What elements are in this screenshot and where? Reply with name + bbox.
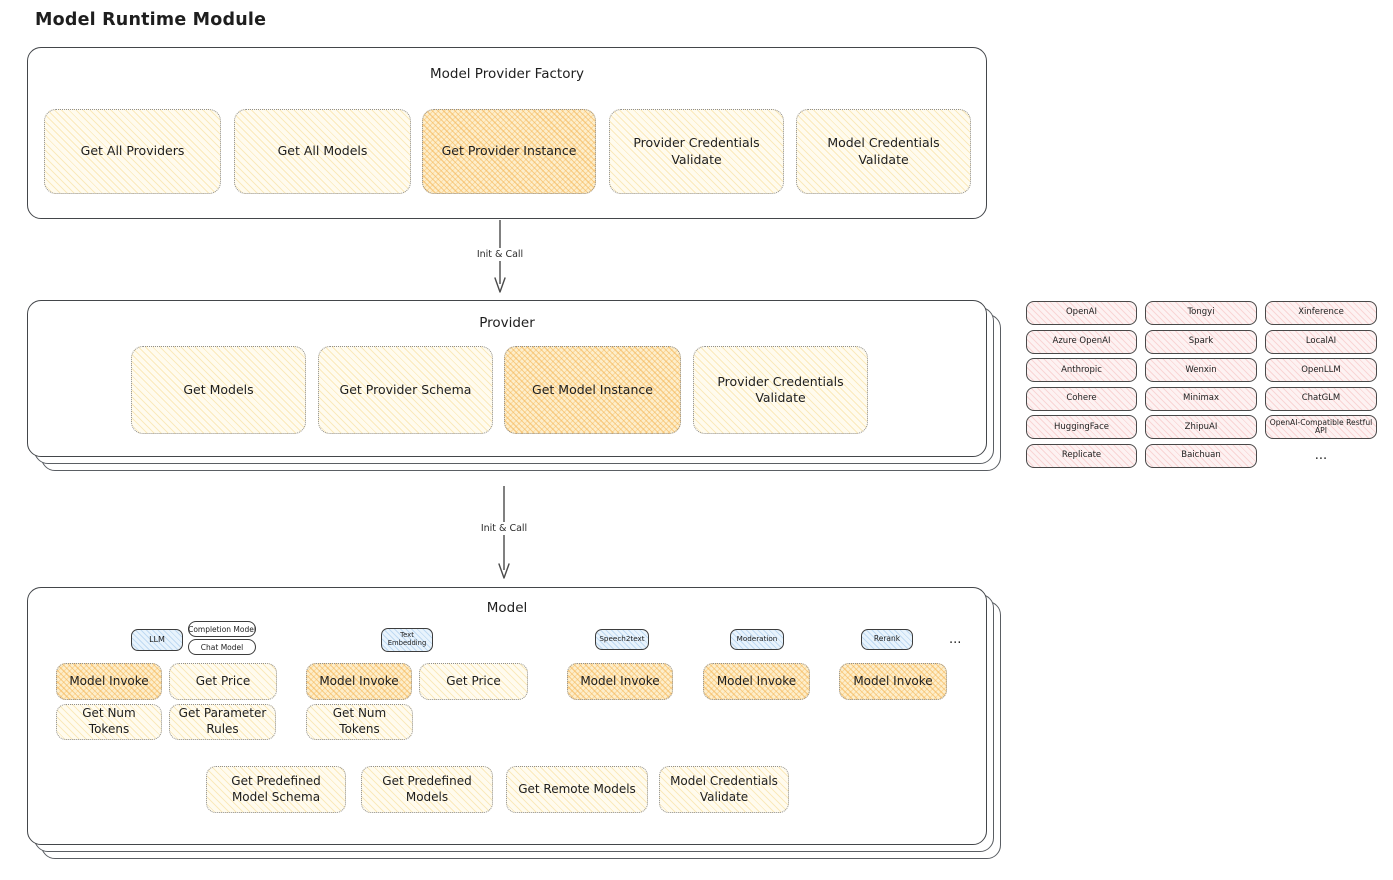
provider-pill-minimax: Minimax [1145,386,1257,411]
model-title: Model [486,600,528,616]
node-llm-get-parameter-rules: Get Parameter Rules [169,704,276,740]
node-model-credentials-validate-2: Model Credentials Validate [659,766,789,813]
tag-speech2text: Speech2text [595,629,649,650]
provider-box: Provider Get Models Get Provider Schema … [27,300,987,457]
arrow-provider-to-model: Init & Call [476,486,532,580]
provider-pill-huggingface: HuggingFace [1026,415,1137,440]
provider-pill-zhipuai: ZhipuAI [1145,415,1257,440]
tag-moderation: Moderation [730,629,784,650]
node-speech-model-invoke: Model Invoke [567,663,673,700]
provider-pill-spark: Spark [1145,329,1257,354]
provider-pill-chatglm: ChatGLM [1265,386,1377,411]
model-section: Model LLM Completion Model Chat Model Te… [27,587,1001,859]
provider-pill-tongyi: Tongyi [1145,301,1257,325]
node-get-provider-schema: Get Provider Schema [318,346,493,434]
node-embedding-get-num-tokens: Get Num Tokens [306,704,413,740]
node-get-all-providers: Get All Providers [44,109,221,194]
provider-pill-wenxin: Wenxin [1145,358,1257,383]
arrow-label-init-call-2: Init & Call [476,522,532,535]
tag-chat-model: Chat Model [188,639,256,655]
model-types-more-ellipsis: ... [949,632,962,647]
provider-pill-localai: LocalAI [1265,329,1377,354]
factory-section: Model Provider Factory Get All Providers… [27,47,987,219]
node-llm-get-num-tokens: Get Num Tokens [56,704,162,740]
providers-more-ellipsis: ... [1314,448,1328,464]
node-rerank-model-invoke: Model Invoke [839,663,947,700]
provider-pill-anthropic: Anthropic [1026,358,1137,383]
node-embedding-model-invoke: Model Invoke [306,663,412,700]
node-embedding-get-price: Get Price [419,663,528,700]
provider-title: Provider [479,315,535,331]
diagram-title: Model Runtime Module [35,10,267,30]
providers-grid: OpenAI Tongyi Xinference Azure OpenAI Sp… [1026,301,1377,468]
node-get-provider-instance: Get Provider Instance [422,109,596,194]
provider-pill-replicate: Replicate [1026,443,1137,468]
node-moderation-model-invoke: Model Invoke [703,663,810,700]
node-provider-credentials-validate-2: Provider Credentials Validate [693,346,868,434]
provider-pill-baichuan: Baichuan [1145,443,1257,468]
factory-box: Model Provider Factory Get All Providers… [27,47,987,219]
factory-title: Model Provider Factory [429,66,584,82]
provider-pill-xinference: Xinference [1265,301,1377,325]
provider-section: Provider Get Models Get Provider Schema … [27,300,1001,471]
node-get-predefined-models: Get Predefined Models [361,766,493,813]
provider-pill-openllm: OpenLLM [1265,358,1377,383]
arrow-label-init-call: Init & Call [472,248,528,261]
tag-completion-model: Completion Model [188,621,256,637]
provider-pill-openai-compatible: OpenAI-Compatible Restful API [1265,415,1377,440]
node-get-model-instance: Get Model Instance [504,346,681,434]
tag-rerank: Rerank [861,629,913,650]
tag-llm: LLM [131,629,183,651]
node-get-predefined-model-schema: Get Predefined Model Schema [206,766,346,813]
node-get-remote-models: Get Remote Models [506,766,648,813]
provider-pill-azure-openai: Azure OpenAI [1026,329,1137,354]
node-get-all-models: Get All Models [234,109,411,194]
provider-pill-cohere: Cohere [1026,386,1137,411]
node-get-models: Get Models [131,346,306,434]
node-provider-credentials-validate: Provider Credentials Validate [609,109,784,194]
node-llm-get-price: Get Price [169,663,277,700]
arrow-factory-to-provider: Init & Call [472,220,528,294]
tag-text-embedding: Text Embedding [381,628,433,652]
node-llm-model-invoke: Model Invoke [56,663,162,700]
model-box: Model LLM Completion Model Chat Model Te… [27,587,987,845]
node-model-credentials-validate: Model Credentials Validate [796,109,971,194]
provider-pill-openai: OpenAI [1026,301,1137,325]
